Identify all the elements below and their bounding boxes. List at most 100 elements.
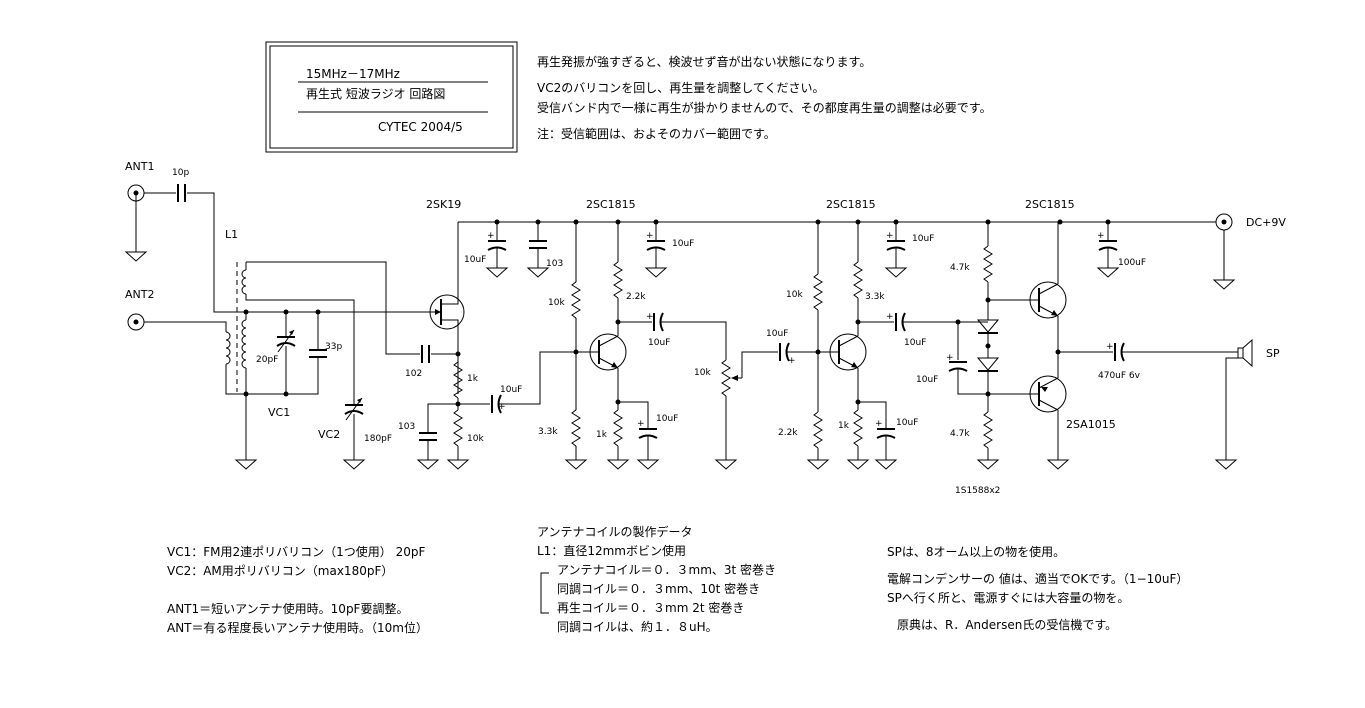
r-1k-2-label: 1k bbox=[596, 430, 608, 440]
r-4-7k-1-label: 4.7k bbox=[950, 263, 970, 273]
cap-102 bbox=[421, 345, 430, 363]
coil-bracket bbox=[540, 572, 549, 614]
q5-transistor bbox=[988, 375, 1067, 413]
vc2-label: VC2 bbox=[318, 428, 340, 441]
cap-10uf-5 bbox=[638, 428, 658, 439]
blank-line-2 bbox=[887, 608, 1188, 616]
cap-10uf-7-label: 10uF bbox=[912, 234, 934, 244]
vc2-note: VC2：AM用ポリバリコン（max180pF） bbox=[167, 564, 394, 578]
diodes-label: 1S1588x2 bbox=[955, 486, 1000, 496]
q1-fet bbox=[429, 222, 465, 394]
cap-100uf bbox=[1098, 240, 1118, 251]
title-line2: 再生式 短波ラジオ 回路図 bbox=[306, 86, 445, 101]
top-note-4: 注：受信範囲は、およそのカバー範囲です。 bbox=[537, 127, 776, 141]
r-3-3k-2-label: 3.3k bbox=[865, 292, 885, 302]
r-2-2k-2-label: 2.2k bbox=[778, 428, 798, 438]
vc1-variable-cap bbox=[276, 329, 296, 353]
svg-text:+: + bbox=[886, 312, 894, 322]
cap-10uf-5-label: 10uF bbox=[656, 414, 678, 424]
top-notes: 再生発振が強すぎると、検波せず音が出ない状態になります。 VC2のバリコンを回し… bbox=[537, 52, 992, 144]
q3-transistor bbox=[818, 333, 867, 371]
cap-10uf-2-label: 10uF bbox=[500, 385, 522, 395]
cap-103a-label: 103 bbox=[398, 422, 415, 432]
cap-10uf-10 bbox=[948, 361, 968, 372]
vc1-cap-label: 20pF bbox=[256, 355, 278, 365]
cap-10uf-9-label: 10uF bbox=[896, 418, 918, 428]
cap-103a bbox=[419, 432, 437, 441]
svg-text:+: + bbox=[637, 419, 645, 429]
svg-text:+: + bbox=[946, 353, 954, 363]
coil-notes: アンテナコイルの製作データ L1：直径12mmボビン使用 アンテナコイル＝０．３… bbox=[537, 523, 776, 637]
cap-103b bbox=[529, 240, 547, 249]
ant1-note: ANT1＝短いアンテナ使用時。10pF要調整。 bbox=[167, 602, 409, 616]
coil-item-3: 再生コイル＝０．３mm 2t 密巻き bbox=[557, 601, 745, 615]
q3-label: 2SC1815 bbox=[826, 198, 876, 211]
cap-470uf-label: 470uF 6v bbox=[1098, 371, 1141, 381]
svg-text:+: + bbox=[886, 231, 894, 241]
q2-label: 2SC1815 bbox=[586, 198, 636, 211]
cap-10uf-9 bbox=[876, 428, 896, 439]
svg-text:+: + bbox=[788, 356, 796, 366]
q4-transistor bbox=[988, 281, 1067, 319]
dc-label: DC+9V bbox=[1246, 216, 1286, 229]
sp-label: SP bbox=[1266, 347, 1280, 360]
bottom-right-notes: SPは、8オーム以上の物を使用。 電解コンデンサーの 値は、適当でOKです。（1… bbox=[887, 543, 1188, 635]
origin-note: 原典は、R．Andersen氏の受信機です。 bbox=[897, 618, 1118, 632]
svg-text:+: + bbox=[1106, 342, 1114, 352]
sp-cap-note: SPへ行く所と、電源すぐには大容量の物を。 bbox=[887, 591, 1130, 605]
r-10k-1-label: 10k bbox=[467, 434, 484, 444]
vc1-label: VC1 bbox=[268, 406, 290, 419]
title-box: 15MHz－17MHz 再生式 短波ラジオ 回路図 CYTEC 2004/5 bbox=[265, 41, 518, 153]
cap-10uf-6-label: 10uF bbox=[766, 329, 788, 339]
q5-label: 2SA1015 bbox=[1066, 418, 1116, 431]
cap-10uf-1 bbox=[487, 240, 507, 251]
cap-100uf-label: 100uF bbox=[1118, 258, 1146, 268]
cap-180pf-label: 180pF bbox=[364, 434, 392, 444]
r-4-7k-2-label: 4.7k bbox=[950, 429, 970, 439]
cap-10uf-3-label: 10uF bbox=[672, 239, 694, 249]
vc1-note: VC1：FM用2連ポリバリコン（1つ使用） 20pF bbox=[167, 545, 426, 559]
svg-text:+: + bbox=[646, 231, 654, 241]
r-3-3k-1-label: 3.3k bbox=[538, 427, 558, 437]
cap-10uf-1-label: 10uF bbox=[464, 255, 486, 265]
bottom-left-notes: VC1：FM用2連ポリバリコン（1つ使用） 20pF VC2：AM用ポリバリコン… bbox=[167, 543, 428, 638]
top-note-3: 受信バンド内で一様に再生が掛かりませんので、その都度再生量の調整は必要です。 bbox=[537, 101, 992, 115]
svg-text:+: + bbox=[875, 419, 883, 429]
r-1k-3-label: 1k bbox=[838, 421, 850, 431]
r-2-2k-1-label: 2.2k bbox=[626, 292, 646, 302]
cap-10p-label: 10p bbox=[172, 168, 189, 178]
r-10k-3-label: 10k bbox=[786, 290, 803, 300]
cap-10uf-10-label: 10uF bbox=[916, 375, 938, 385]
dc-terminal bbox=[1215, 213, 1233, 231]
q2-transistor bbox=[576, 333, 627, 371]
coil-inductance: 同調コイルは、約１．８uH。 bbox=[557, 620, 718, 634]
ant2-terminal bbox=[127, 313, 145, 331]
cap-10uf-3 bbox=[646, 240, 666, 251]
svg-text:+: + bbox=[487, 231, 495, 241]
q1-label: 2SK19 bbox=[426, 198, 461, 211]
cap-33p-label: 33p bbox=[325, 342, 342, 352]
svg-text:+: + bbox=[646, 312, 654, 322]
r-1k-1-label: 1k bbox=[467, 374, 479, 384]
l1-label: L1 bbox=[225, 228, 238, 241]
top-note-2: VC2のバリコンを回し、再生量を調整してください。 bbox=[537, 81, 825, 95]
sp-note: SPは、8オーム以上の物を使用。 bbox=[887, 545, 1066, 559]
cap-103b-label: 103 bbox=[546, 259, 563, 269]
speaker-icon bbox=[1237, 338, 1253, 368]
cap-10uf-4-label: 10uF bbox=[648, 338, 670, 348]
ant-note: ANT＝有る程度長いアンテナ使用時。（10m位） bbox=[167, 621, 428, 635]
diode-2 bbox=[976, 357, 1000, 372]
coil-bobbin: L1：直径12mmボビン使用 bbox=[537, 544, 686, 558]
ant2-label: ANT2 bbox=[125, 288, 154, 301]
svg-text:+: + bbox=[498, 402, 506, 412]
q4-label: 2SC1815 bbox=[1025, 198, 1075, 211]
cap-10uf-8-label: 10uF bbox=[904, 338, 926, 348]
cap-102-label: 102 bbox=[405, 369, 422, 379]
vr-10k-label: 10k bbox=[694, 368, 711, 378]
cap-10uf-7 bbox=[886, 240, 906, 251]
blank-line bbox=[167, 581, 428, 600]
coil-heading: アンテナコイルの製作データ bbox=[537, 525, 693, 539]
title-line3: CYTEC 2004/5 bbox=[378, 120, 463, 134]
vc2-variable-cap bbox=[344, 397, 364, 421]
